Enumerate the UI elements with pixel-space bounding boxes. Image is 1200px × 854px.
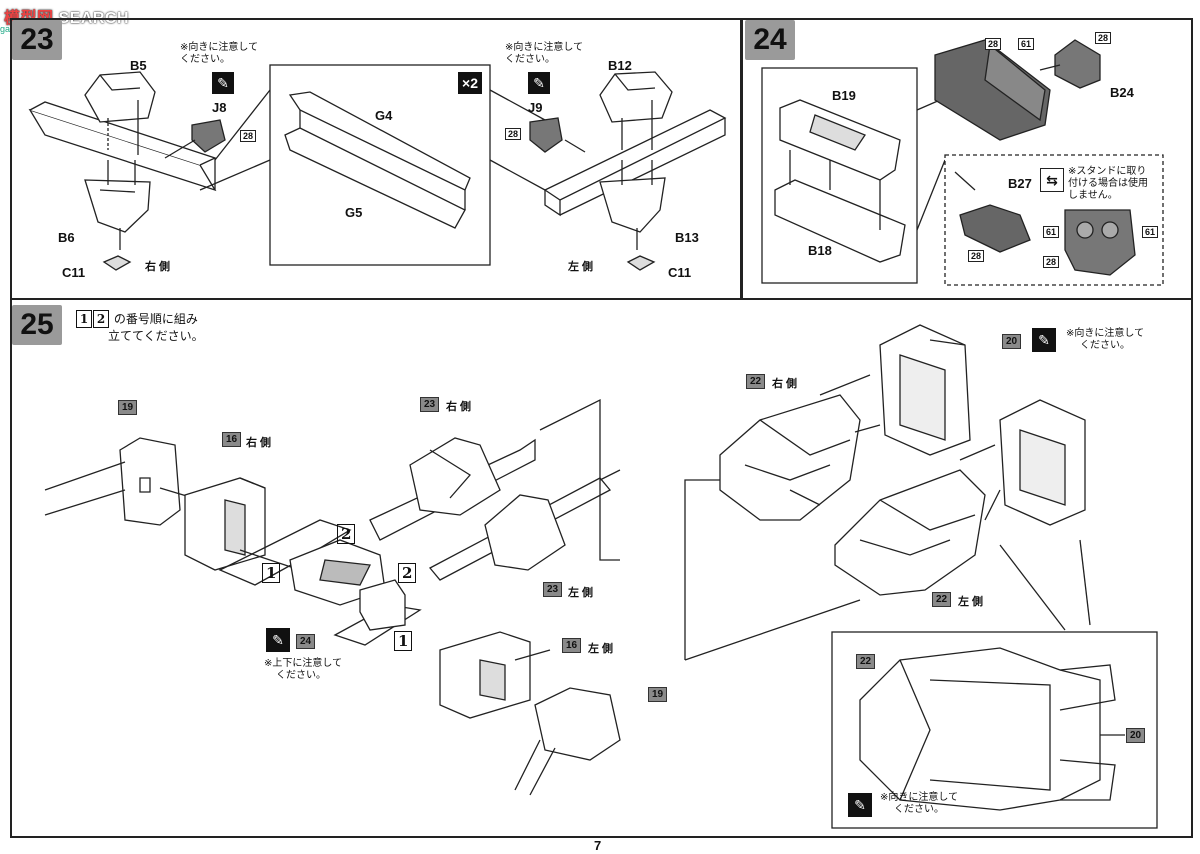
side-label: 右 側: [246, 437, 272, 449]
paint-icon: ✎: [848, 793, 872, 817]
label-b19: B19: [832, 88, 856, 103]
color-code: 61: [1018, 38, 1035, 50]
note-line: ください。: [276, 670, 326, 681]
stand-note: ※スタンドに取り 付ける場合は使用 しません。: [1068, 166, 1148, 202]
label-g5: G5: [345, 205, 363, 220]
label-j9: J9: [528, 100, 543, 115]
side-label: 右 側: [772, 378, 798, 390]
label-b18: B18: [808, 243, 832, 258]
callout-2: 2: [398, 563, 417, 583]
part-tag-20: 20: [1126, 728, 1146, 743]
callout-1: 1: [394, 631, 413, 651]
step23-number: 23: [12, 20, 62, 60]
color-code: 61: [1142, 226, 1159, 238]
step25-frame: [10, 298, 1193, 838]
paint-icon: ✎: [212, 72, 234, 94]
label-b6: B6: [58, 230, 75, 245]
color-code: 28: [1043, 256, 1060, 268]
part-tag-23: 23: [543, 582, 563, 597]
label-j8: J8: [212, 100, 227, 115]
part-tag-22: 22: [746, 374, 766, 389]
side-label: 右 側: [446, 401, 472, 413]
part-tag-24: 24: [296, 634, 316, 649]
label-b5: B5: [130, 58, 147, 73]
label-g4: G4: [375, 108, 393, 123]
step24-number: 24: [745, 20, 795, 60]
side-label: 左 側: [588, 643, 614, 655]
note-line: ください。: [1080, 340, 1130, 351]
note-line: ※向きに注意して: [880, 792, 959, 803]
note-line: ※上下に注意して: [264, 658, 343, 669]
instruction-line: の番号順に組み: [113, 312, 198, 326]
step23-note-left: ※向きに注意して ください。: [180, 42, 258, 66]
step25-number: 25: [12, 305, 62, 345]
note-line: ください。: [505, 54, 555, 65]
note-line: ※向きに注意して: [180, 42, 259, 53]
color-code: 28: [240, 130, 257, 142]
label-b27: B27: [1008, 176, 1032, 191]
color-code: 28: [985, 38, 1002, 50]
color-code: 28: [968, 250, 985, 262]
step23-note-right: ※向きに注意して ください。: [505, 42, 583, 66]
color-code: 61: [1043, 226, 1060, 238]
note-line: しません。: [1068, 190, 1118, 201]
note-line: ※向きに注意して: [505, 42, 584, 53]
label-b12: B12: [608, 58, 632, 73]
label-c11-right: C11: [668, 265, 692, 280]
paint-icon: ✎: [528, 72, 550, 94]
part-tag-16: 16: [562, 638, 582, 653]
side-right-label: 右 側: [145, 261, 171, 273]
times-two-badge: ×2: [458, 72, 482, 94]
note-line: ※向きに注意して: [1066, 328, 1145, 339]
side-label: 左 側: [568, 587, 594, 599]
callout-2: 2: [337, 524, 356, 544]
part-tag-16: 16: [222, 432, 242, 447]
side-left-label: 左 側: [568, 261, 594, 273]
step24-frame: [741, 18, 1193, 300]
step25-note-top: ※向きに注意して ください。: [1066, 328, 1144, 352]
stand-icon: ⇆: [1040, 168, 1064, 192]
part-tag-22: 22: [932, 592, 952, 607]
note-line: 付ける場合は使用: [1068, 178, 1148, 189]
label-c11-left: C11: [62, 265, 86, 280]
instruction-line: 立ててください。: [108, 329, 204, 343]
note-line: ください。: [180, 54, 230, 65]
color-code: 28: [1095, 32, 1112, 44]
color-code: 28: [505, 128, 522, 140]
step25-note-inset: ※向きに注意して ください。: [880, 792, 958, 816]
page-number: 7: [594, 838, 602, 853]
part-tag-19: 19: [118, 400, 138, 415]
part-tag-20: 20: [1002, 334, 1022, 349]
side-label: 左 側: [958, 596, 984, 608]
part-tag-22: 22: [856, 654, 876, 669]
callout-1: 1: [262, 563, 281, 583]
paint-icon: ✎: [266, 628, 290, 652]
part-tag-23: 23: [420, 397, 440, 412]
note-line: ※スタンドに取り: [1068, 166, 1147, 177]
order-box: 1: [76, 310, 92, 328]
order-box: 2: [93, 310, 109, 328]
label-b24: B24: [1110, 85, 1134, 100]
label-b13: B13: [675, 230, 699, 245]
part-tag-19: 19: [648, 687, 668, 702]
paint-icon: ✎: [1032, 328, 1056, 352]
step25-note-updown: ※上下に注意して ください。: [264, 658, 342, 682]
note-line: ください。: [894, 804, 944, 815]
